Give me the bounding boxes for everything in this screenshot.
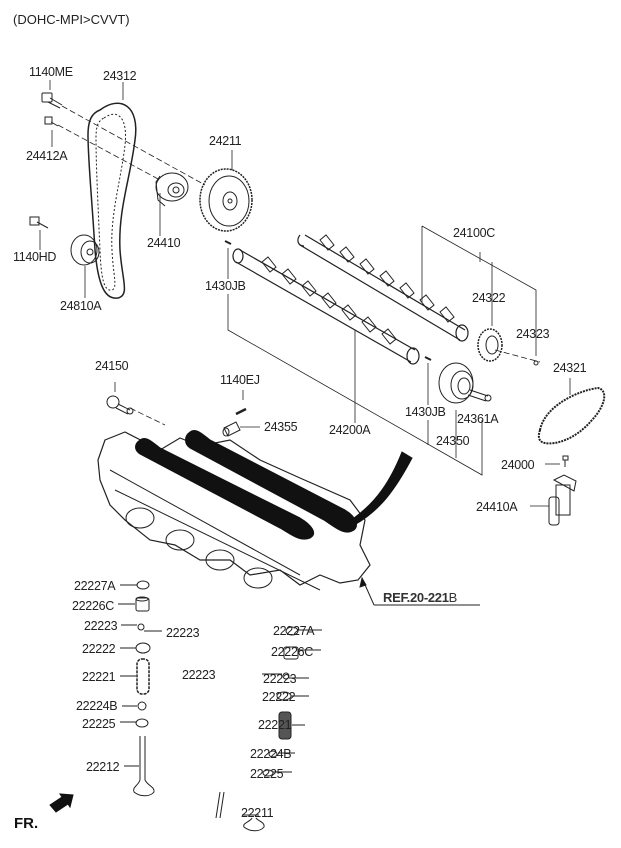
part-label-22223-left-a[interactable]: 22223 — [84, 619, 118, 633]
bolt-24000-drawing — [562, 455, 569, 467]
timing-chain-24321-drawing — [537, 386, 606, 445]
tensioner-24410-drawing — [155, 172, 189, 207]
part-label-22223-right-b[interactable]: 22223 — [263, 672, 297, 686]
part-label-1140HD[interactable]: 1140HD — [13, 250, 57, 264]
bolt-1140ME-drawing — [41, 92, 63, 109]
pin-1430JB-a-drawing — [224, 240, 232, 245]
pin-1430JB-b-drawing — [424, 356, 432, 361]
part-label-1140ME[interactable]: 1140ME — [29, 65, 73, 79]
part-label-22223-left-b[interactable]: 22223 — [166, 626, 200, 640]
idler-24810A-drawing — [70, 234, 100, 266]
bolt-1140EJ-drawing — [235, 407, 247, 416]
cvvt-unit-24350-drawing — [438, 362, 492, 404]
part-label-24200A[interactable]: 24200A — [329, 423, 371, 437]
part-label-1430JB-a[interactable]: 1430JB — [205, 279, 246, 293]
part-label-22225-right[interactable]: 22225 — [250, 767, 284, 781]
valve-stack-left-drawing — [118, 580, 162, 797]
bracket-lines — [39, 80, 571, 507]
sprocket-24322-drawing — [477, 328, 503, 362]
part-label-24412A[interactable]: 24412A — [26, 149, 68, 163]
part-label-22226C-left[interactable]: 22226C — [72, 599, 114, 613]
reference-label[interactable]: REF.20-221B — [383, 590, 457, 605]
front-arrow-icon — [49, 793, 74, 813]
part-label-22212[interactable]: 22212 — [86, 760, 120, 774]
diagram-title: (DOHC-MPI>CVVT) — [13, 12, 130, 27]
part-label-24350[interactable]: 24350 — [436, 434, 470, 448]
chain-tensioner-24410A-drawing — [548, 474, 577, 526]
cylinder-head-drawing — [97, 429, 413, 591]
part-label-22221-right[interactable]: 22221 — [258, 718, 292, 732]
part-label-24211[interactable]: 24211 — [209, 134, 242, 148]
camshaft-24100C-drawing — [297, 234, 469, 342]
camshaft-24200A-drawing — [232, 248, 420, 365]
plug-24150-drawing — [106, 395, 134, 415]
part-label-22222-right[interactable]: 22222 — [262, 690, 296, 704]
part-label-1140EJ[interactable]: 1140EJ — [220, 373, 260, 387]
reference-suffix: B — [448, 590, 458, 605]
part-label-24323[interactable]: 24323 — [516, 327, 550, 341]
part-label-22221-left[interactable]: 22221 — [82, 670, 116, 684]
bolt-24323-drawing — [533, 360, 539, 366]
part-label-22227A-left[interactable]: 22227A — [74, 579, 116, 593]
timing-belt-drawing — [87, 102, 137, 299]
part-label-22224B-left[interactable]: 22224B — [76, 699, 118, 713]
part-label-22223-right-a[interactable]: 22223 — [182, 668, 216, 682]
part-label-24410[interactable]: 24410 — [147, 236, 181, 250]
part-label-24355[interactable]: 24355 — [264, 420, 298, 434]
part-label-24000[interactable]: 24000 — [501, 458, 535, 472]
part-label-24321[interactable]: 24321 — [553, 361, 587, 375]
part-label-1430JB-b[interactable]: 1430JB — [405, 405, 446, 419]
part-label-24410A[interactable]: 24410A — [476, 500, 518, 514]
alignment-lines — [57, 105, 541, 426]
part-label-22224B-right[interactable]: 22224B — [250, 747, 292, 761]
reference-arrow — [359, 576, 480, 606]
part-label-22227A-right[interactable]: 22227A — [273, 624, 315, 638]
valve-stack-right-drawing — [215, 626, 322, 832]
part-label-24150[interactable]: 24150 — [95, 359, 129, 373]
bolt-1140HD-drawing — [29, 216, 49, 229]
sensor-24355-drawing — [222, 421, 241, 437]
part-label-24312[interactable]: 24312 — [103, 69, 137, 83]
part-label-24100C[interactable]: 24100C — [453, 226, 495, 240]
bolt-24412A-drawing — [44, 116, 59, 127]
part-label-22211[interactable]: 22211 — [241, 806, 274, 820]
part-label-22222-left[interactable]: 22222 — [82, 642, 116, 656]
cam-sprocket-24211-drawing — [199, 168, 253, 232]
front-indicator: FR. — [14, 815, 39, 832]
part-label-22226C-right[interactable]: 22226C — [271, 645, 313, 659]
part-label-24322[interactable]: 24322 — [472, 291, 506, 305]
reference-code: REF.20-221 — [383, 590, 449, 605]
part-label-22225-left[interactable]: 22225 — [82, 717, 116, 731]
part-label-24361A[interactable]: 24361A — [457, 412, 499, 426]
part-label-24810A[interactable]: 24810A — [60, 299, 102, 313]
